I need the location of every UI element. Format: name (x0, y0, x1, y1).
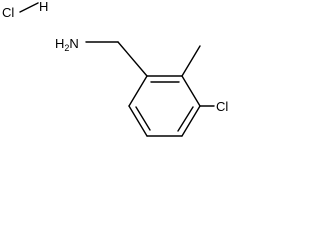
bond-skeleton (85, 41, 215, 137)
double-bond-c3-c4 (177, 106, 194, 132)
hcl-bond (19, 2, 39, 13)
salt-hydrogen-label: H (39, 0, 48, 14)
hydrochloride-salt: Cl H (2, 0, 48, 20)
ring-bond-c5-c6 (128, 105, 148, 137)
amine-subscript: 2 (64, 43, 69, 53)
amine-hydrogen: H (55, 36, 64, 51)
ring-bond-c6-c1 (128, 75, 148, 107)
double-bond-c5-c6 (135, 106, 151, 131)
methyl-bond (181, 45, 201, 77)
ch2-ring-bond (117, 41, 148, 77)
amine-nitrogen: N (69, 36, 78, 51)
ring-bond-c2-c3 (181, 75, 201, 107)
chloro-label: Cl (216, 99, 228, 114)
amine-group: H2N (55, 36, 79, 53)
amine-label: H2N (55, 36, 79, 53)
chemical-structure: Cl H H2N Cl (2, 0, 228, 137)
ring-bond-c3-c4 (181, 105, 201, 137)
salt-chlorine-label: Cl (2, 5, 14, 20)
